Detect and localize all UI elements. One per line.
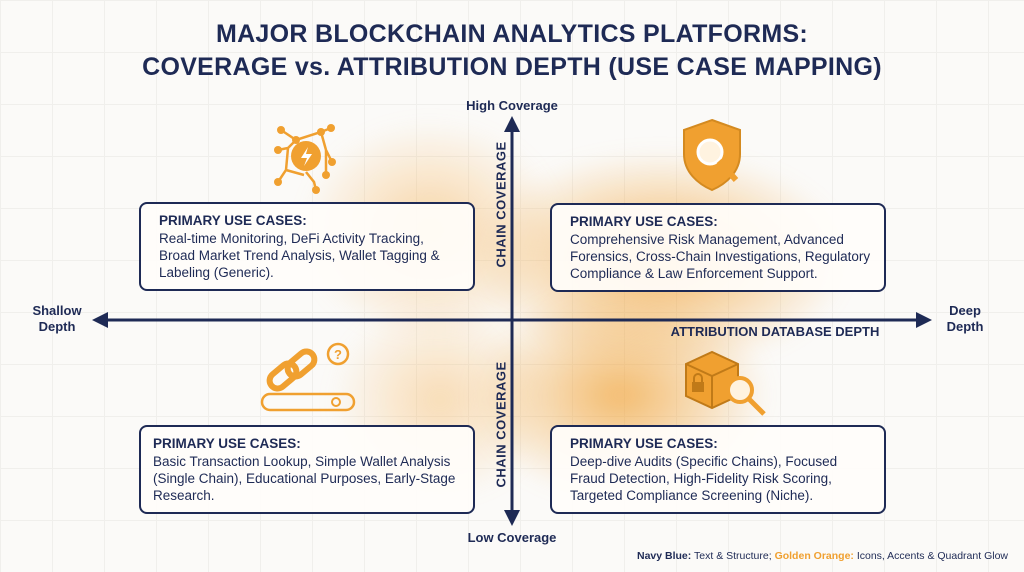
box-heading: PRIMARY USE CASES: <box>159 213 307 228</box>
quadrant-bottom-left-box: PRIMARY USE CASES: Basic Transaction Look… <box>139 425 475 514</box>
box-text: Real-time Monitoring, DeFi Activity Trac… <box>159 231 440 280</box>
box-heading: PRIMARY USE CASES: <box>153 436 301 451</box>
y-axis-title-lower: CHAIN COVERAGE <box>493 361 509 488</box>
chain-link-search-icon: ? <box>260 342 356 412</box>
legend-orange-text: Icons, Accents & Quadrant Glow <box>856 550 1008 562</box>
quadrant-top-left-box: PRIMARY USE CASES: Real-time Monitoring, … <box>139 202 475 291</box>
legend-orange-label: Golden Orange: <box>774 550 854 562</box>
svg-text:?: ? <box>334 347 342 362</box>
axis-label-high-coverage: High Coverage <box>466 98 558 113</box>
network-lightning-icon <box>274 124 336 194</box>
axis-label-deep-depth: Deep Depth <box>946 303 984 334</box>
box-heading: PRIMARY USE CASES: <box>570 214 718 229</box>
axis-label-low-coverage: Low Coverage <box>467 530 557 545</box>
axis-label-shallow-depth: Shallow Depth <box>32 303 82 334</box>
quadrant-top-right-box: PRIMARY USE CASES: Comprehensive Risk Man… <box>550 203 886 292</box>
legend-navy-label: Navy Blue: <box>637 550 692 562</box>
box-text: Comprehensive Risk Management, Advanced … <box>570 232 871 281</box>
shield-magnifier-icon <box>683 118 741 192</box>
x-axis-title: ATTRIBUTION DATABASE DEPTH <box>670 324 880 339</box>
y-axis-title-upper: CHAIN COVERAGE <box>493 141 509 268</box>
box-text: Deep-dive Audits (Specific Chains), Focu… <box>570 454 838 503</box>
locked-cube-magnifier-icon <box>685 350 766 416</box>
box-heading: PRIMARY USE CASES: <box>570 436 718 451</box>
page-title: MAJOR BLOCKCHAIN ANALYTICS PLATFORMS:COV… <box>142 20 882 81</box>
legend-navy-text: Text & Structure; <box>694 550 772 562</box>
color-legend: Navy Blue: Text & Structure; Golden Oran… <box>637 550 1008 562</box>
quadrant-bottom-right-box: PRIMARY USE CASES: Deep-dive Audits (Spec… <box>550 425 886 514</box>
box-text: Basic Transaction Lookup, Simple Wallet … <box>153 454 456 503</box>
